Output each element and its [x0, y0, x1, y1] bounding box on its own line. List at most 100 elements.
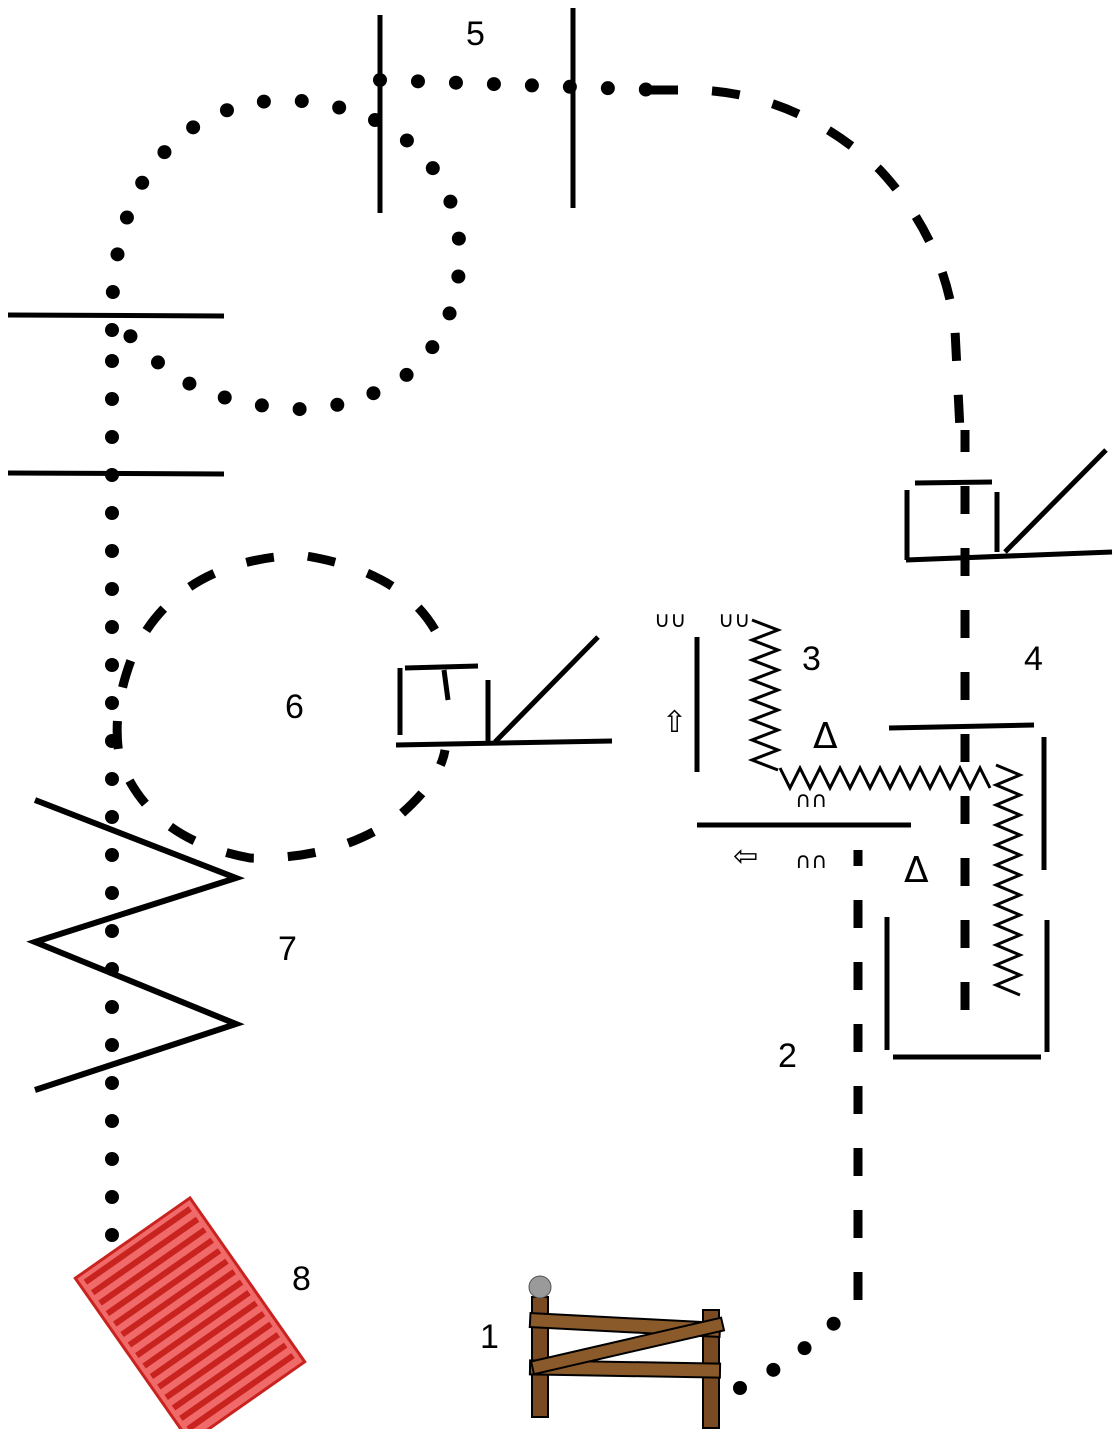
- path-dot: [294, 94, 309, 109]
- path-dot: [105, 285, 120, 300]
- path-dot: [105, 658, 120, 672]
- path-dot: [123, 329, 138, 344]
- bridge-slat: [127, 1269, 237, 1348]
- arrow-up-icon: ⇧: [662, 705, 687, 740]
- path-dot: [182, 376, 197, 391]
- path-dot: [135, 175, 150, 190]
- path-dot: [105, 1152, 120, 1166]
- obstacle-number-7: 7: [278, 930, 297, 968]
- bridge-slat: [120, 1258, 229, 1338]
- obstacle-3-backup: [694, 618, 1050, 1060]
- path-dot: [451, 269, 466, 284]
- path-dot: [330, 397, 345, 412]
- hoof-prints: ∩∩: [795, 849, 827, 874]
- obstacle-number-6: 6: [285, 688, 304, 726]
- path-dot: [105, 696, 120, 710]
- bridge-slat: [113, 1248, 222, 1327]
- bridge-slat: [171, 1332, 281, 1411]
- path-dot: [524, 78, 539, 93]
- path-dot: [105, 1076, 120, 1090]
- path-dot: [105, 354, 119, 368]
- path-dot: [119, 210, 134, 225]
- path-dot: [332, 100, 347, 115]
- obstacle-number-4: 4: [1024, 640, 1043, 678]
- path-dot: [797, 1341, 812, 1356]
- obstacle-8-bridge: [73, 1195, 307, 1429]
- path-dot: [399, 133, 414, 148]
- path-dot: [399, 367, 414, 382]
- cone-marker: Δ: [904, 850, 929, 891]
- path-dot: [410, 74, 425, 89]
- obstacle-number-3: 3: [802, 640, 821, 678]
- bridge-slat: [105, 1237, 214, 1317]
- path-dot: [157, 145, 172, 160]
- path-dot: [217, 390, 232, 405]
- path-dot: [425, 161, 440, 176]
- path-dot: [105, 1190, 120, 1204]
- path-dot: [600, 81, 615, 96]
- obstacle-number-8: 8: [292, 1260, 311, 1298]
- path-dot: [219, 103, 234, 118]
- path-dot: [105, 1114, 120, 1128]
- bridge-slat: [135, 1279, 244, 1359]
- path-dot: [366, 386, 381, 401]
- path-dot: [733, 1381, 747, 1395]
- obstacle-number-2: 2: [778, 1037, 797, 1075]
- left-ground-poles: [7, 312, 225, 477]
- hoof-prints: ∪∪: [718, 608, 750, 633]
- dotted-path: [105, 73, 841, 1395]
- bridge-slat: [83, 1206, 192, 1285]
- path-dot: [105, 1038, 120, 1052]
- bridge-slat: [149, 1300, 259, 1379]
- path-dot: [826, 1316, 841, 1331]
- dashed-path: [112, 85, 970, 1300]
- path-dot: [105, 1000, 120, 1014]
- path-dot: [451, 231, 466, 246]
- path-dot: [105, 810, 120, 824]
- path-dot: [292, 402, 307, 417]
- path-dot: [186, 120, 201, 135]
- hoof-prints: ∪∪: [654, 608, 686, 633]
- path-dot: [425, 340, 440, 355]
- path-dot: [105, 886, 120, 900]
- bridge-slat: [142, 1290, 251, 1369]
- path-dot: [443, 194, 458, 209]
- bridge-slat: [98, 1227, 207, 1306]
- bridge-slat: [179, 1342, 288, 1421]
- markers: Δ Δ ∪∪ ∪∪ ∩∩ ∩∩ ⇧ ⇦: [654, 608, 929, 891]
- path-dot: [105, 392, 119, 406]
- path-dot: [638, 82, 653, 97]
- obstacle-number-5: 5: [466, 15, 485, 53]
- obstacle-7-zigzag: [26, 797, 246, 1093]
- path-dot: [110, 247, 125, 262]
- bridge-slat: [157, 1311, 266, 1390]
- path-dot: [448, 75, 463, 90]
- obstacle-6-gate: [395, 635, 613, 748]
- obstacle-number-1: 1: [480, 1318, 499, 1356]
- path-dot: [150, 355, 165, 370]
- obstacle-1-gate: [528, 1275, 726, 1429]
- bridge-slat: [90, 1216, 200, 1296]
- path-dot: [105, 582, 120, 596]
- path-dot: [105, 323, 119, 337]
- hoof-prints: ∩∩: [795, 788, 827, 813]
- cone-marker: Δ: [813, 716, 838, 757]
- path-dot: [254, 398, 269, 413]
- obstacle-5-poles: [377, 8, 576, 213]
- path-dot: [486, 77, 501, 92]
- arrow-left-icon: ⇦: [733, 839, 758, 874]
- path-dot: [105, 544, 120, 558]
- path-dot: [105, 924, 120, 938]
- bridge-slat: [186, 1353, 295, 1429]
- path-dot: [105, 506, 120, 520]
- path-dot: [105, 430, 120, 444]
- path-dot: [442, 306, 457, 321]
- obstacle-numbers: 1 2 3 4 5 6 7 8: [278, 15, 1043, 1356]
- bridge-slat: [164, 1321, 273, 1400]
- path-dot: [105, 848, 120, 862]
- path-dot: [105, 620, 120, 634]
- path-dot: [256, 94, 271, 109]
- path-dot: [105, 772, 120, 786]
- obstacle-4-gate: [904, 448, 1113, 563]
